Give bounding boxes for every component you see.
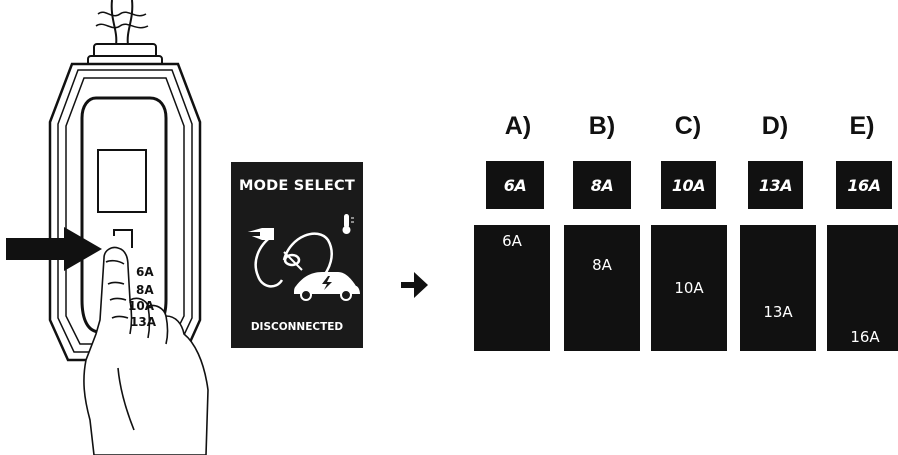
option-value: 8A — [592, 256, 612, 274]
thermometer-icon — [342, 214, 354, 234]
option-badge: 6A — [486, 161, 544, 209]
option-badge: 10A — [661, 161, 716, 209]
screen-status: DISCONNECTED — [250, 321, 344, 333]
side-label-6a: 6A — [136, 265, 154, 279]
side-label-8a: 8A — [136, 283, 154, 297]
unlinked-cable-icon — [282, 232, 333, 281]
right-arrow-icon — [401, 272, 428, 298]
option-badge: 16A — [836, 161, 892, 209]
option-value: 6A — [502, 232, 522, 250]
mode-button-outline[interactable] — [113, 229, 133, 248]
charger-screen — [97, 149, 147, 213]
mode-select-screen — [231, 162, 363, 348]
option-panel — [827, 225, 898, 351]
option-badge: 13A — [748, 161, 803, 209]
option-letter: C) — [674, 112, 702, 140]
press-arrow-icon — [6, 227, 102, 271]
side-label-10a: 10A — [128, 299, 154, 313]
option-value: 13A — [763, 303, 793, 321]
option-panel — [474, 225, 550, 351]
option-letter: B) — [588, 112, 616, 140]
option-badge: 8A — [573, 161, 631, 209]
option-panel — [740, 225, 816, 351]
option-letter: D) — [761, 112, 789, 140]
option-letter: E) — [849, 112, 875, 140]
option-value: 16A — [850, 328, 880, 346]
option-letter: A) — [504, 112, 532, 140]
option-value: 10A — [674, 279, 704, 297]
screen-title: MODE SELECT — [239, 178, 355, 194]
option-panel — [651, 225, 727, 351]
electric-car-icon — [294, 272, 360, 301]
option-panel — [564, 225, 640, 351]
hand-icon — [83, 246, 209, 455]
side-label-13a: 13A — [130, 315, 156, 329]
plug-icon — [244, 228, 284, 288]
cable — [95, 0, 149, 46]
